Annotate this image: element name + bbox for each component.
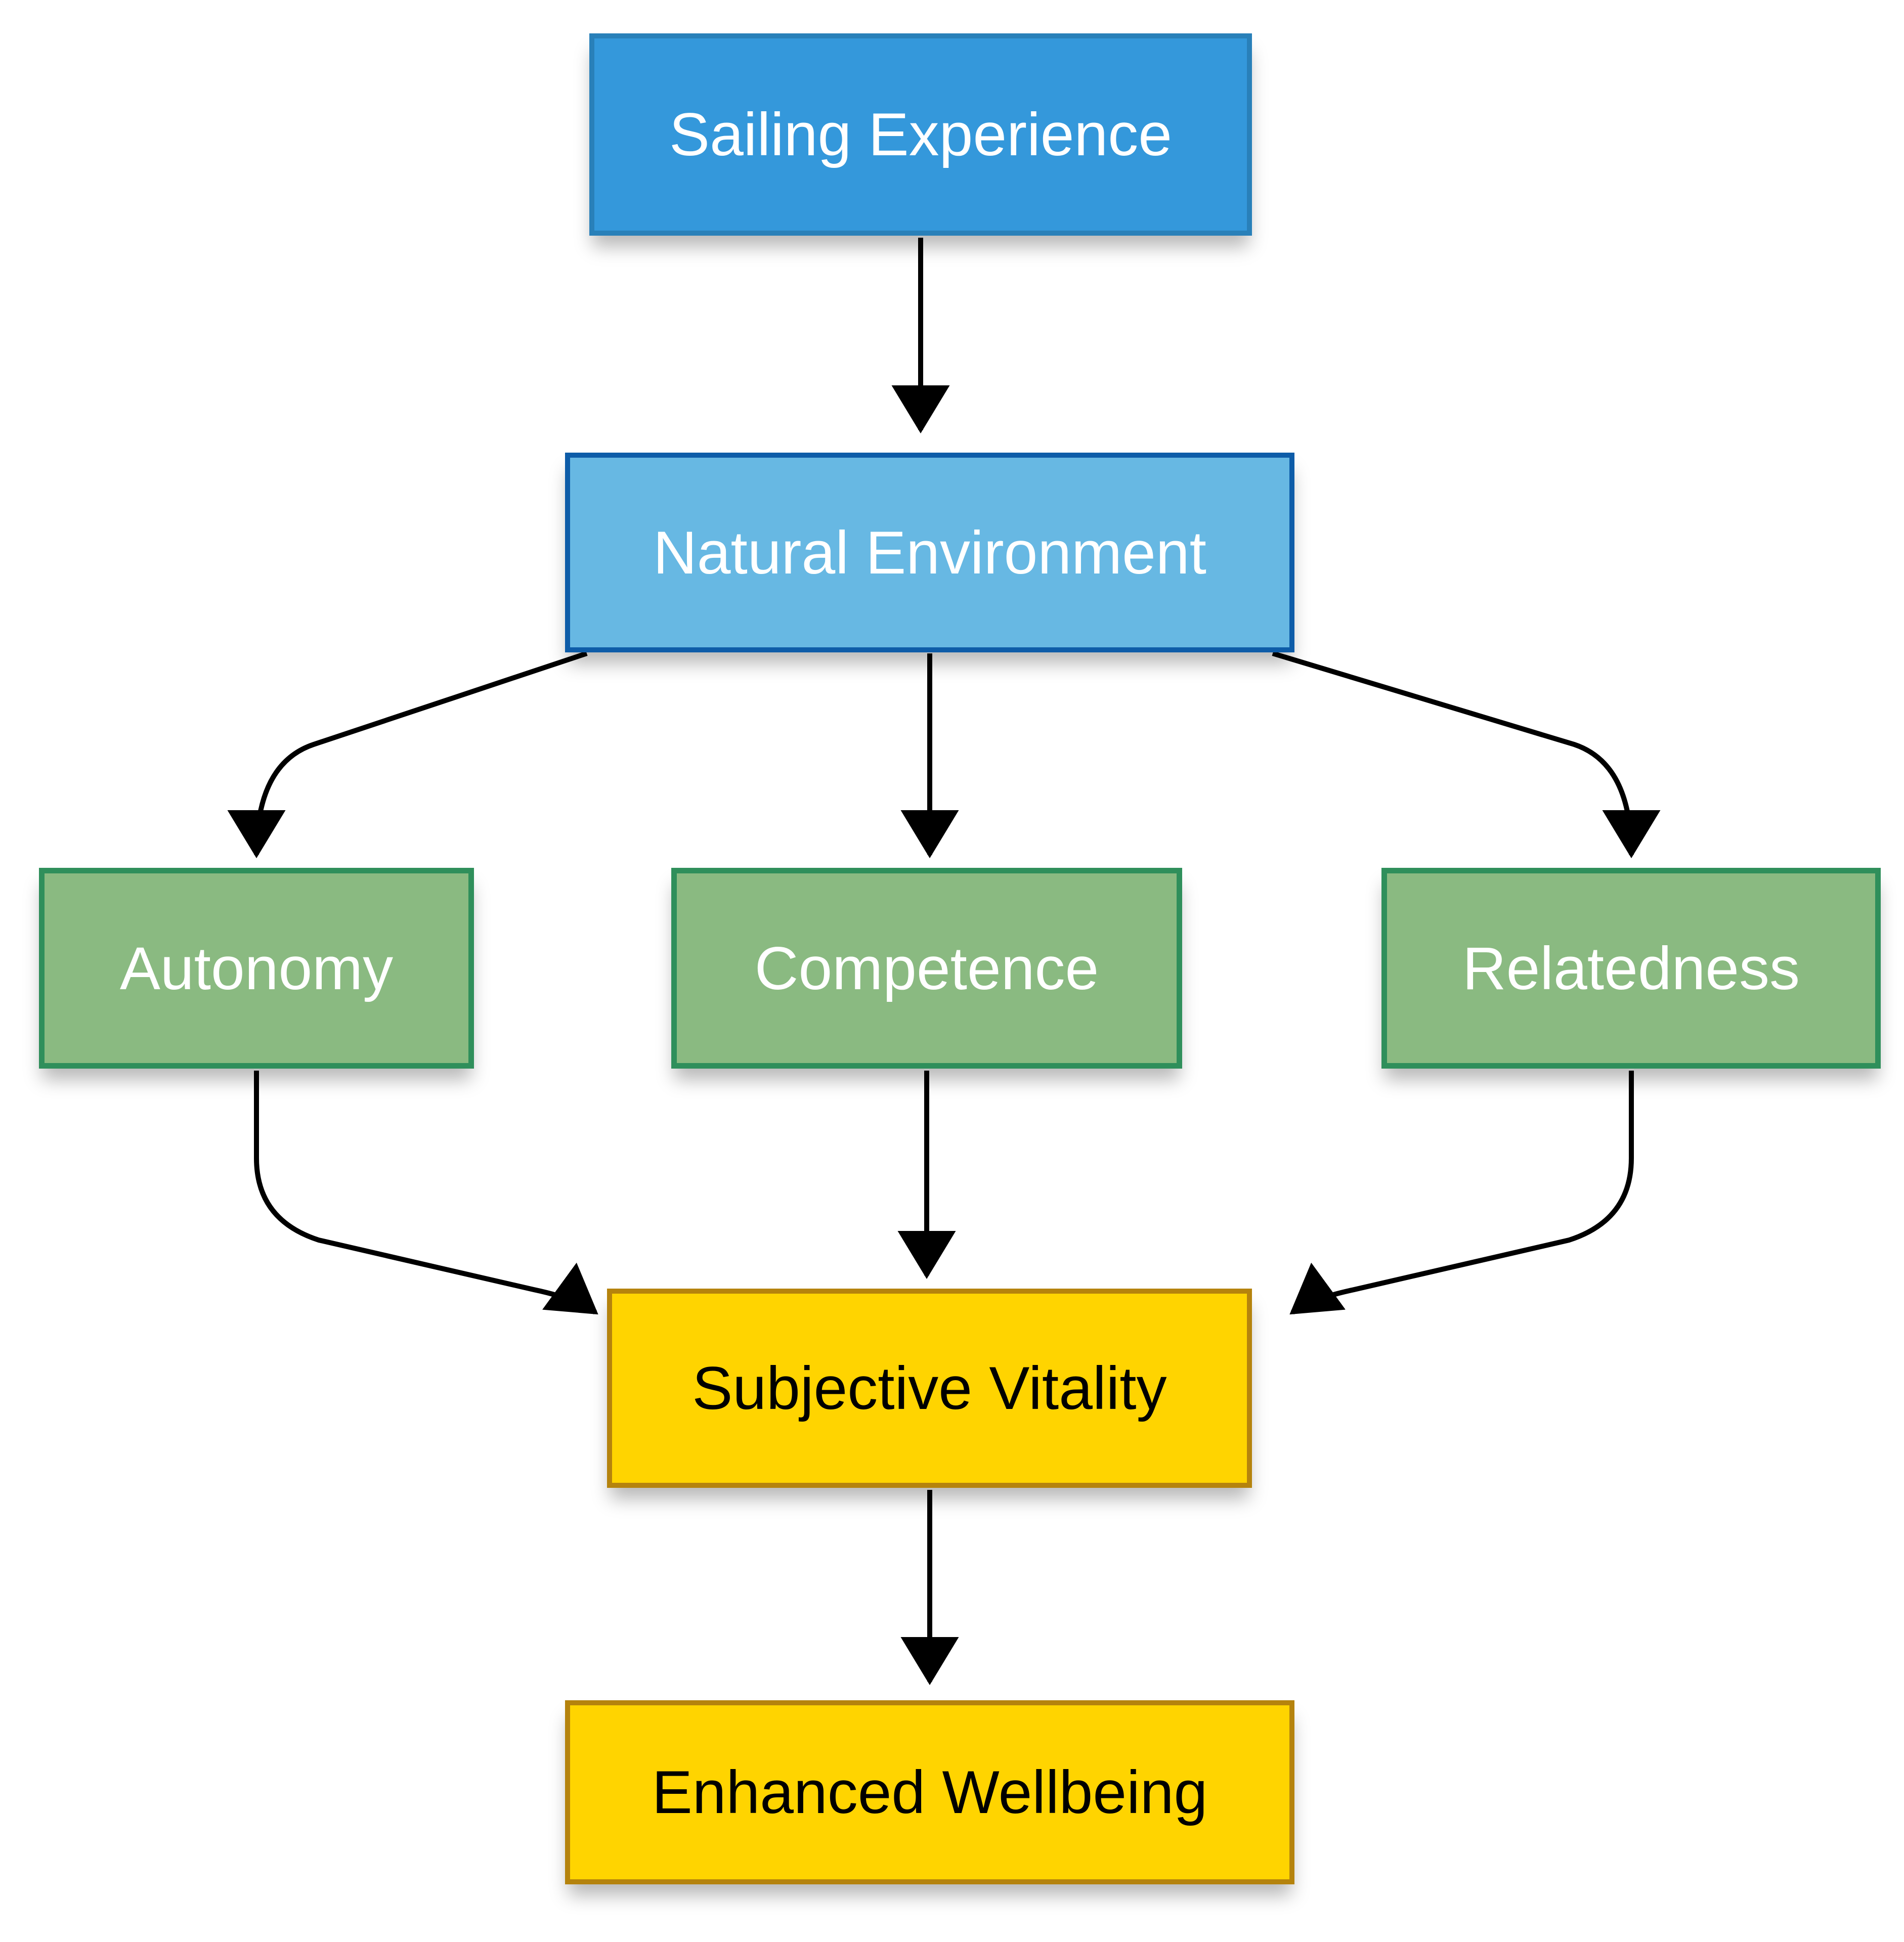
node-sailing-experience-label: Sailing Experience — [669, 101, 1172, 168]
node-natural-environment-label: Natural Environment — [653, 518, 1206, 587]
node-enhanced-wellbeing-label: Enhanced Wellbeing — [652, 1758, 1208, 1826]
node-relatedness-label: Relatedness — [1462, 934, 1800, 1002]
edge-natural-to-autonomy — [227, 651, 588, 858]
node-autonomy-label: Autonomy — [119, 934, 394, 1002]
node-sailing-experience: Sailing Experience — [589, 33, 1252, 236]
node-competence-label: Competence — [754, 934, 1099, 1002]
edge-relatedness-to-vitality — [1289, 1071, 1634, 1315]
node-relatedness: Relatedness — [1381, 868, 1881, 1069]
node-competence: Competence — [671, 868, 1182, 1069]
node-autonomy: Autonomy — [39, 868, 474, 1069]
edge-autonomy-to-vitality — [254, 1071, 598, 1315]
node-subjective-vitality-label: Subjective Vitality — [692, 1354, 1167, 1422]
edge-natural-to-relatedness — [1272, 651, 1661, 858]
node-enhanced-wellbeing: Enhanced Wellbeing — [565, 1700, 1294, 1884]
node-subjective-vitality: Subjective Vitality — [607, 1289, 1252, 1488]
node-natural-environment: Natural Environment — [565, 453, 1294, 652]
